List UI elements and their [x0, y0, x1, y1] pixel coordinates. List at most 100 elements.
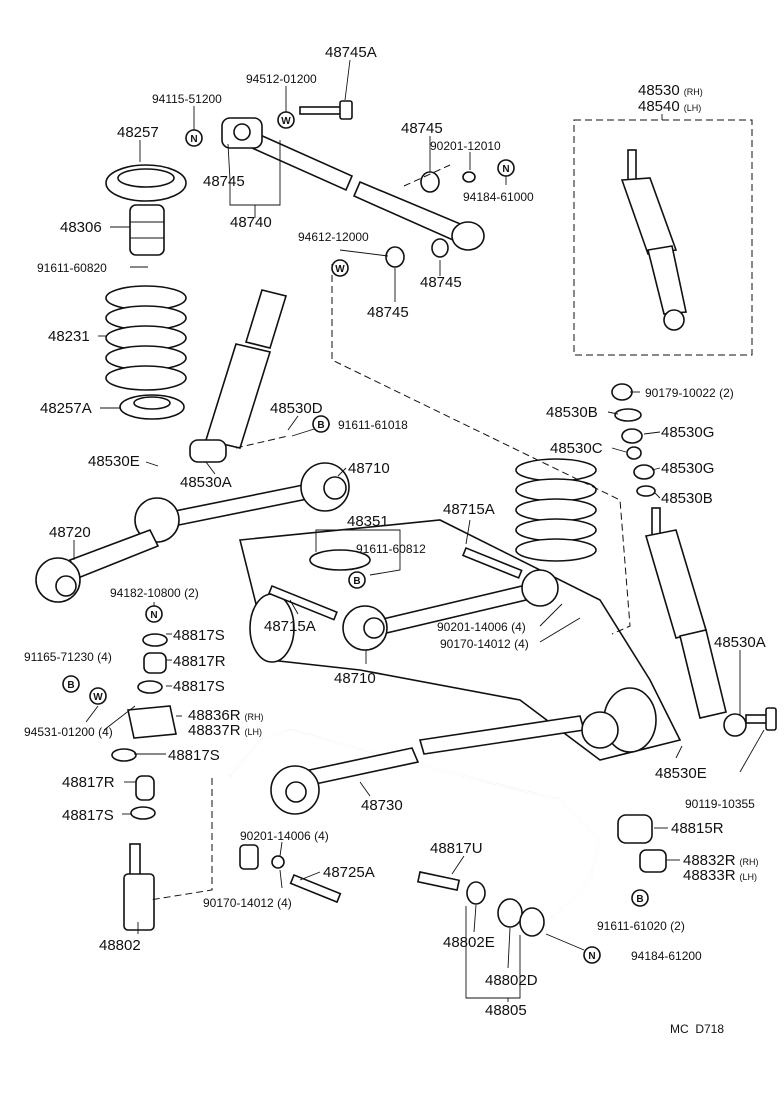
label-48257A: 48257A	[40, 400, 92, 417]
shock-absorber-center	[189, 289, 288, 463]
label-48530C: 48530C	[550, 440, 603, 457]
bolt-48745A	[299, 100, 353, 120]
label-48530E: 48530E	[88, 453, 140, 470]
spring-seat-48257	[105, 164, 187, 202]
label-48530B: 48530B	[546, 404, 598, 421]
svg-text:W: W	[335, 264, 345, 275]
label-48817U: 48817U	[430, 840, 483, 857]
label-94184-61000: 94184-61000	[463, 190, 534, 204]
label-48530D: 48530D	[270, 400, 323, 417]
label-48351: 48351	[347, 513, 389, 530]
badge-w: W	[277, 111, 295, 129]
lower-seat-48257A	[119, 394, 185, 420]
label-48832R: 48832R(RH)	[683, 852, 759, 869]
label-94512-01200: 94512-01200	[246, 72, 317, 86]
label-48745: 48745	[420, 274, 462, 291]
svg-text:W: W	[281, 116, 291, 127]
svg-text:B: B	[636, 894, 643, 905]
label-48231: 48231	[48, 328, 90, 345]
label-94115-51200: 94115-51200	[152, 92, 222, 106]
bushings-48530-stack	[611, 383, 656, 497]
lateral-rod-48730	[270, 711, 619, 815]
badge-w: W	[89, 687, 107, 705]
svg-text:B: B	[67, 680, 74, 691]
shock-absorber-inset	[620, 149, 687, 331]
label-48730: 48730	[361, 797, 403, 814]
label-94182-10800: 94182-10800 (2)	[110, 586, 199, 600]
label-48805: 48805	[485, 1002, 527, 1019]
badge-n: N	[583, 946, 601, 964]
label-90170-14012: 90170-14012 (4)	[440, 637, 529, 651]
label-91611-60812: 91611-60812	[356, 542, 426, 556]
svg-text:N: N	[150, 610, 157, 621]
label-48833R: 48833R(LH)	[683, 867, 757, 884]
badge-b: B	[62, 675, 80, 693]
bolts-48715A	[267, 546, 523, 621]
reference-dash-lines	[149, 164, 631, 901]
label-48745: 48745	[401, 120, 443, 137]
label-48817S: 48817S	[62, 807, 114, 824]
nut-bolt-48725A	[239, 844, 342, 904]
badge-b: B	[348, 571, 366, 589]
label-48530B: 48530B	[661, 490, 713, 507]
label-48745: 48745	[203, 173, 245, 190]
label-48710: 48710	[348, 460, 390, 477]
label-48540: 48540(LH)	[638, 98, 701, 115]
label-48802D: 48802D	[485, 972, 538, 989]
inset-frame	[573, 119, 753, 356]
label-91611-61020: 91611-61020 (2)	[597, 919, 685, 933]
label-48530A: 48530A	[714, 634, 766, 651]
label-48720: 48720	[49, 524, 91, 541]
label-48715A: 48715A	[443, 501, 495, 518]
label-48817S: 48817S	[173, 627, 225, 644]
label-91165-71230: 91165-71230 (4)	[24, 650, 112, 664]
badge-n: N	[497, 159, 515, 177]
label-90170-14012: 90170-14012 (4)	[203, 896, 292, 910]
svg-text:B: B	[317, 420, 324, 431]
badge-n: N	[185, 129, 203, 147]
label-94612-12000: 94612-12000	[298, 230, 369, 244]
label-90201-14006: 90201-14006 (4)	[437, 620, 526, 634]
bushing-48745-top	[385, 171, 449, 268]
label-94184-61200: 94184-61200	[631, 949, 702, 963]
svg-text:N: N	[190, 134, 197, 145]
label-48745: 48745	[367, 304, 409, 321]
part-labels: 48745A 94512-01200 94115-51200 48257 487…	[24, 44, 766, 1036]
label-48530G: 48530G	[661, 460, 714, 477]
label-48257: 48257	[117, 124, 159, 141]
label-48836R: 48836R(RH)	[188, 707, 264, 724]
label-48817R: 48817R	[173, 653, 226, 670]
label-91611-61018: 91611-61018	[338, 418, 408, 432]
label-94531-01200: 94531-01200 (4)	[24, 725, 113, 739]
badge-n: N	[145, 605, 163, 623]
label-48710: 48710	[334, 670, 376, 687]
stabilizer-link	[123, 843, 155, 931]
bump-stopper-48306	[129, 204, 165, 256]
label-48715A: 48715A	[264, 618, 316, 635]
stabilizer-bracket-48815R	[617, 814, 667, 873]
label-90179-10022: 90179-10022 (2)	[645, 386, 734, 400]
bracket-48351	[309, 549, 371, 571]
cushions-48817	[111, 633, 177, 820]
badge-w: W	[331, 259, 349, 277]
label-48817R: 48817R	[62, 774, 115, 791]
label-48802E: 48802E	[443, 934, 495, 951]
svg-text:N: N	[502, 164, 509, 175]
label-mc-d718: MC D718	[670, 1022, 724, 1036]
coil-spring-right	[515, 458, 597, 562]
label-90119-10355: 90119-10355	[685, 797, 755, 811]
bolt-90119	[745, 707, 777, 731]
label-48817S: 48817S	[173, 678, 225, 695]
label-90201-12010: 90201-12010	[430, 139, 501, 153]
arm-48720	[35, 528, 160, 603]
label-48837R: 48837R(LH)	[188, 722, 262, 739]
lower-arm-48710-lower	[342, 569, 559, 651]
lower-arm-48710-upper	[134, 462, 350, 543]
shock-absorber-right	[644, 507, 747, 737]
leader-lines	[73, 59, 765, 1002]
bushings-48802	[416, 871, 545, 937]
badge-b: B	[631, 889, 649, 907]
label-48740: 48740	[230, 214, 272, 231]
label-48530G: 48530G	[661, 424, 714, 441]
